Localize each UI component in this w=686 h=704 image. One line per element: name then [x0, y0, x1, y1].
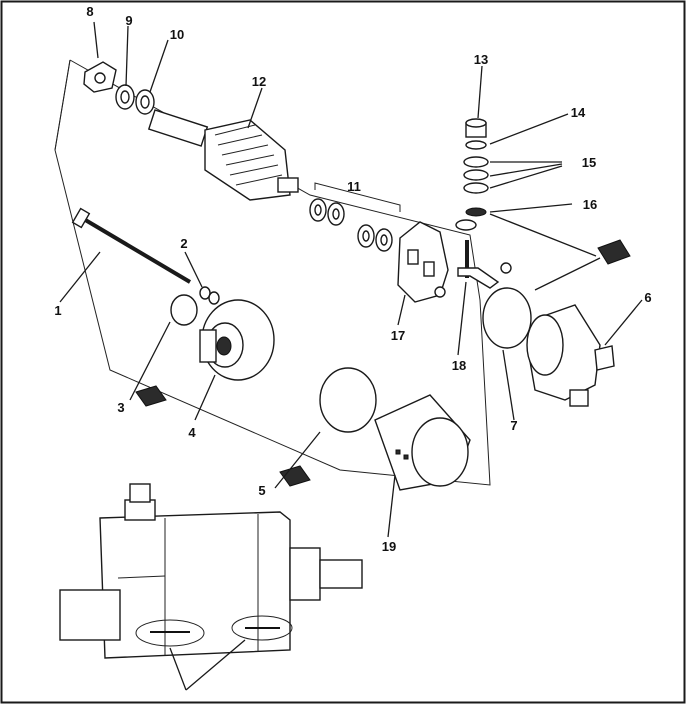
callout-12: 12	[252, 74, 266, 89]
callout-1: 1	[54, 303, 61, 318]
part-9-washer	[115, 84, 135, 110]
leader-lines	[59, 21, 643, 691]
grease-marker-upper-right	[597, 239, 631, 265]
part-13-nut	[465, 118, 487, 138]
part-18-terminal-bolt	[457, 240, 512, 289]
part-7-o-ring	[482, 287, 532, 349]
part-16-insulator	[455, 207, 487, 231]
grease-marker-part-3	[135, 385, 167, 407]
part-10-washer	[135, 89, 155, 115]
callout-4: 4	[188, 425, 196, 440]
grease-marker-part-5	[279, 465, 311, 487]
part-2-washer	[199, 286, 220, 305]
callout-14: 14	[571, 105, 586, 120]
part-4-front-cover	[199, 299, 275, 381]
callout-16: 16	[583, 197, 597, 212]
part-11-washer-set	[309, 198, 393, 252]
part-8-lock-plate	[83, 61, 117, 93]
callout-3: 3	[117, 400, 124, 415]
callout-18: 18	[452, 358, 466, 373]
bracket-11	[314, 182, 401, 212]
outline-edge	[54, 59, 71, 151]
callout-5: 5	[258, 483, 265, 498]
part-3-o-ring	[170, 294, 198, 326]
part-17-brush-holder	[397, 221, 449, 303]
part-19-yoke	[374, 394, 471, 491]
callout-6: 6	[644, 290, 651, 305]
part-6-rear-cover	[526, 304, 615, 407]
part-1-through-bolt	[71, 207, 192, 284]
part-5-o-ring	[319, 367, 377, 433]
callout-15: 15	[582, 155, 596, 170]
callout-10: 10	[170, 27, 184, 42]
part-14-washer	[465, 140, 487, 150]
assembled-starter-view	[59, 483, 363, 659]
callout-19: 19	[382, 539, 396, 554]
callout-13: 13	[474, 52, 488, 67]
part-12-armature	[147, 109, 299, 201]
callout-9: 9	[125, 13, 132, 28]
callout-2: 2	[180, 236, 187, 251]
callout-8: 8	[86, 4, 93, 19]
callout-17: 17	[391, 328, 405, 343]
callout-11: 11	[347, 179, 361, 194]
callout-7: 7	[510, 418, 517, 433]
part-15-washers	[463, 156, 489, 194]
